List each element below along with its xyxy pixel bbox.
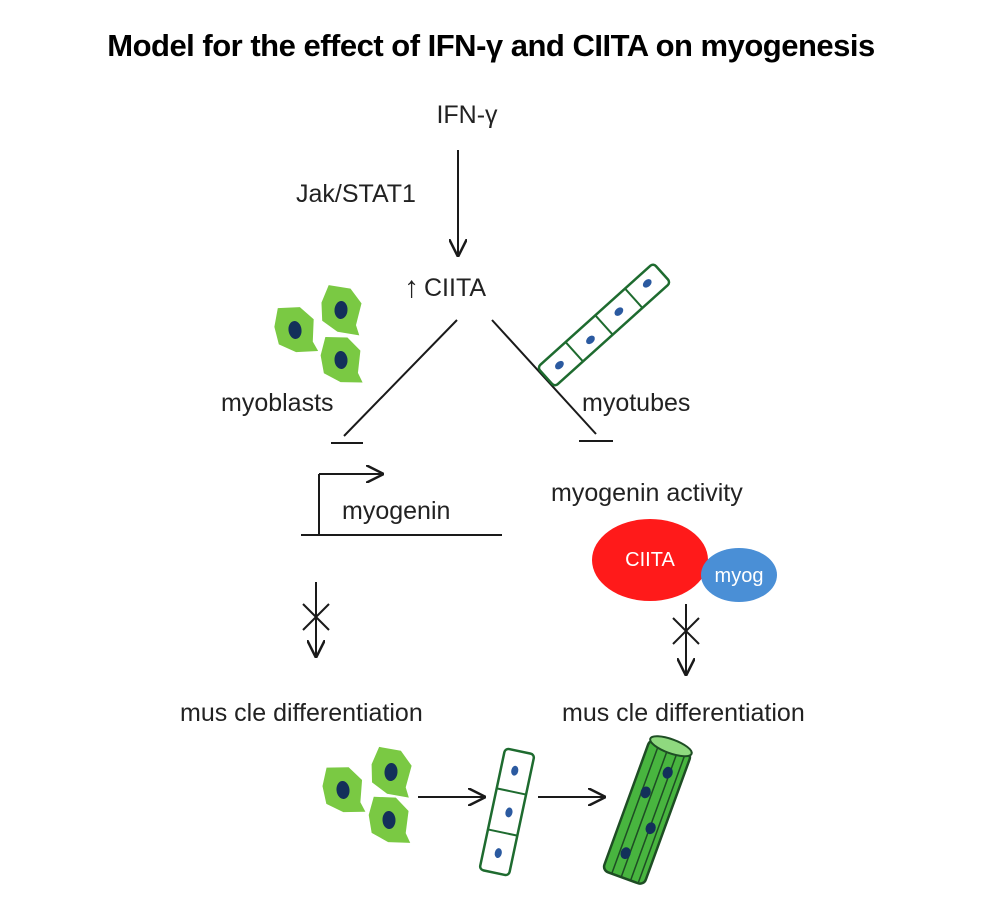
ifng-label: IFN-γ: [436, 101, 498, 129]
differentiation-left-label: mus cle differentiation: [180, 699, 423, 727]
ciita-label: CIITA: [424, 274, 486, 302]
myogenin-activity-label: myogenin activity: [551, 479, 743, 507]
myogenin-gene: [301, 474, 502, 536]
differentiation-right-label: mus cle differentiation: [562, 699, 805, 727]
jak-stat-label: Jak/STAT1: [296, 180, 416, 208]
ciita-protein-icon: [592, 519, 708, 601]
myog-protein-icon: [701, 548, 777, 602]
page-title: Model for the effect of IFN-γ and CIITA …: [107, 28, 875, 63]
inhibit-myotube-line: [491, 319, 597, 435]
myogenin-gene-label: myogenin: [342, 497, 450, 525]
bottom-myoblast-cells-icon: [320, 746, 414, 846]
upregulation-arrow-icon: ↑: [404, 271, 419, 304]
myotube-icon: [537, 263, 671, 387]
myoblast-cells-icon: [271, 284, 363, 386]
blocked-arrow-right: [672, 604, 700, 674]
bottom-myotube-icon: [478, 747, 536, 877]
myoblasts-label: myoblasts: [221, 389, 334, 417]
complex-myog-label: myog: [715, 565, 764, 587]
myofiber-icon: [602, 735, 693, 885]
blocked-arrow-left: [302, 582, 330, 656]
myotubes-label: myotubes: [582, 389, 690, 417]
inhibit-myoblast-line: [343, 319, 458, 437]
complex-ciita-label: CIITA: [625, 549, 675, 571]
